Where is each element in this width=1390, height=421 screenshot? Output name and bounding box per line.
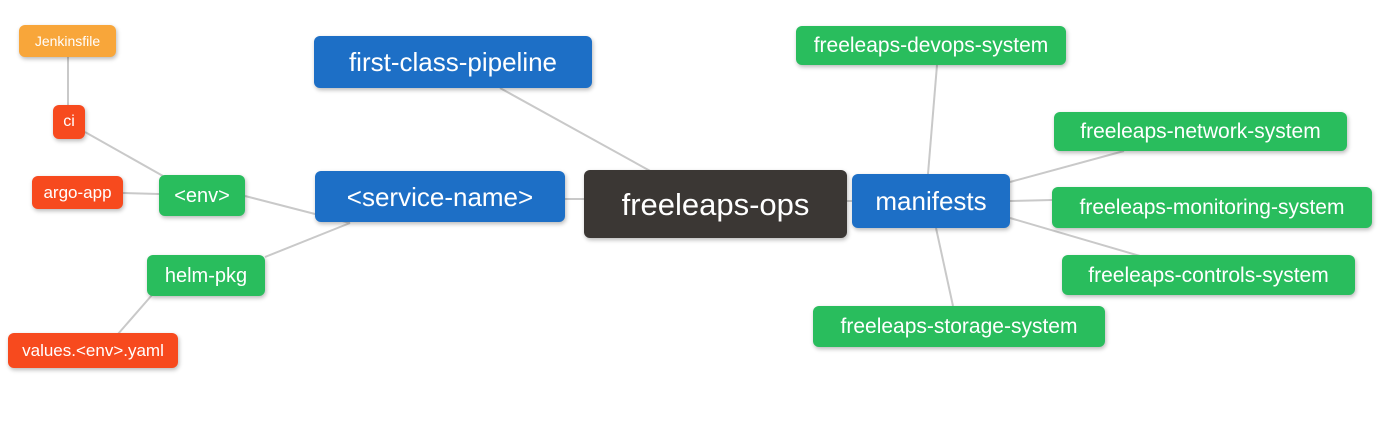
node-argo-app[interactable]: argo-app (32, 176, 123, 209)
edge-helm-pkg--values-env-yaml (117, 294, 153, 335)
edge-first-class-pipeline--freeleaps-ops (499, 87, 653, 173)
edge-manifests--freeleaps-devops-system (927, 64, 938, 175)
node-first-class-pipeline[interactable]: first-class-pipeline (314, 36, 592, 88)
node-jenkinsfile[interactable]: Jenkinsfile (19, 25, 116, 57)
edge-argo-app--env (122, 192, 160, 195)
node-service-name[interactable]: <service-name> (315, 171, 565, 222)
node-freeleaps-storage-system[interactable]: freeleaps-storage-system (813, 306, 1105, 347)
edge-manifests--freeleaps-storage-system (935, 227, 954, 307)
node-manifests[interactable]: manifests (852, 174, 1010, 228)
node-freeleaps-ops[interactable]: freeleaps-ops (584, 170, 847, 238)
node-freeleaps-network-system[interactable]: freeleaps-network-system (1054, 112, 1347, 151)
node-freeleaps-monitoring-system[interactable]: freeleaps-monitoring-system (1052, 187, 1372, 228)
node-ci[interactable]: ci (53, 105, 85, 139)
node-env[interactable]: <env> (159, 175, 245, 216)
node-freeleaps-devops-system[interactable]: freeleaps-devops-system (796, 26, 1066, 65)
edge-manifests--freeleaps-network-system (1009, 150, 1125, 183)
node-freeleaps-controls-system[interactable]: freeleaps-controls-system (1062, 255, 1355, 295)
edge-ci--env (84, 131, 164, 177)
edge-manifests--freeleaps-controls-system (1009, 217, 1141, 257)
node-helm-pkg[interactable]: helm-pkg (147, 255, 265, 296)
edge-manifests--freeleaps-monitoring-system (1009, 199, 1053, 202)
edge-helm-pkg--service-name (264, 222, 351, 258)
node-values-env-yaml[interactable]: values.<env>.yaml (8, 333, 178, 368)
